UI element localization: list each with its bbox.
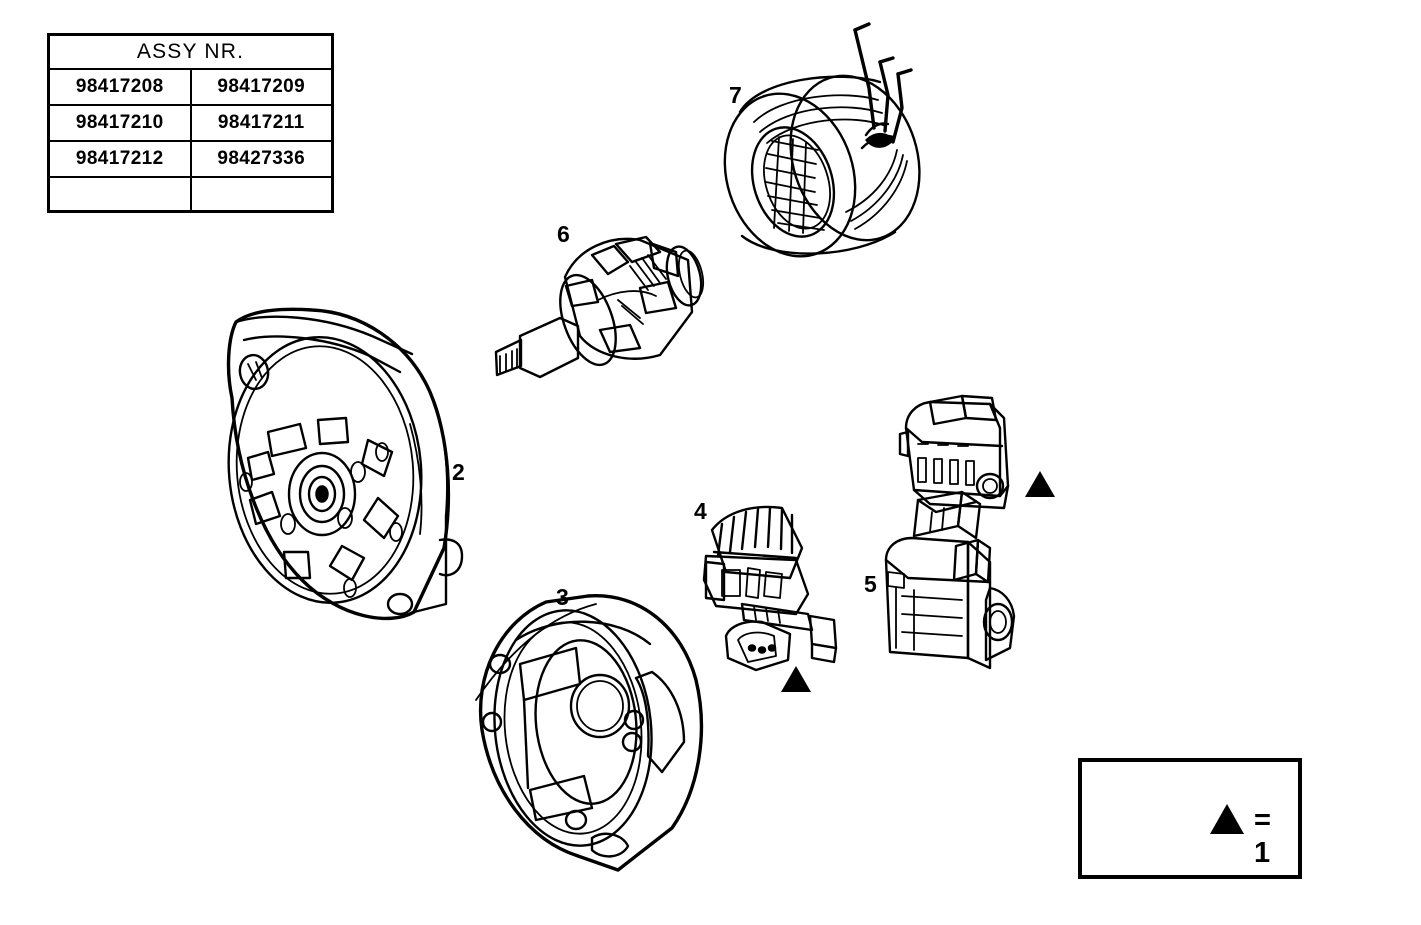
table-row: 98417212 98427336 [47, 140, 334, 178]
part-slip-ring-end-housing [475, 594, 704, 872]
assy-number-cell [189, 176, 334, 213]
legend-equation-text: = 1 [1254, 804, 1274, 869]
part-brush-holder [884, 490, 1016, 670]
callout-5: 5 [864, 571, 877, 597]
callout-3: 3 [556, 584, 569, 610]
triangle-marker-icon [1025, 471, 1055, 497]
assy-table-header: ASSY NR. [47, 33, 334, 70]
assy-number-cell: 98417212 [47, 140, 192, 178]
assy-number-cell: 98417211 [189, 104, 334, 142]
legend-box: = 1 [1078, 758, 1302, 879]
callout-6: 6 [557, 221, 570, 247]
legend-triangle-icon [1210, 804, 1244, 834]
part-voltage-regulator [898, 394, 1010, 510]
part-drive-end-bracket [226, 307, 464, 621]
assy-number-table: ASSY NR. 98417208 98417209 98417210 9841… [47, 33, 334, 213]
part-rotor [494, 235, 705, 379]
assy-number-cell: 98427336 [189, 140, 334, 178]
assy-number-cell: 98417210 [47, 104, 192, 142]
part-stator [723, 22, 921, 258]
assy-number-cell: 98417208 [47, 68, 192, 106]
table-row: 98417208 98417209 [47, 68, 334, 106]
part-rectifier-bridge [702, 505, 838, 672]
table-row [47, 176, 334, 213]
assy-number-cell [47, 176, 192, 213]
callout-4: 4 [694, 498, 707, 524]
table-row: 98417210 98417211 [47, 104, 334, 142]
triangle-marker-icon [781, 666, 811, 692]
callout-2: 2 [452, 459, 465, 485]
callout-7: 7 [729, 82, 742, 108]
assy-number-cell: 98417209 [189, 68, 334, 106]
